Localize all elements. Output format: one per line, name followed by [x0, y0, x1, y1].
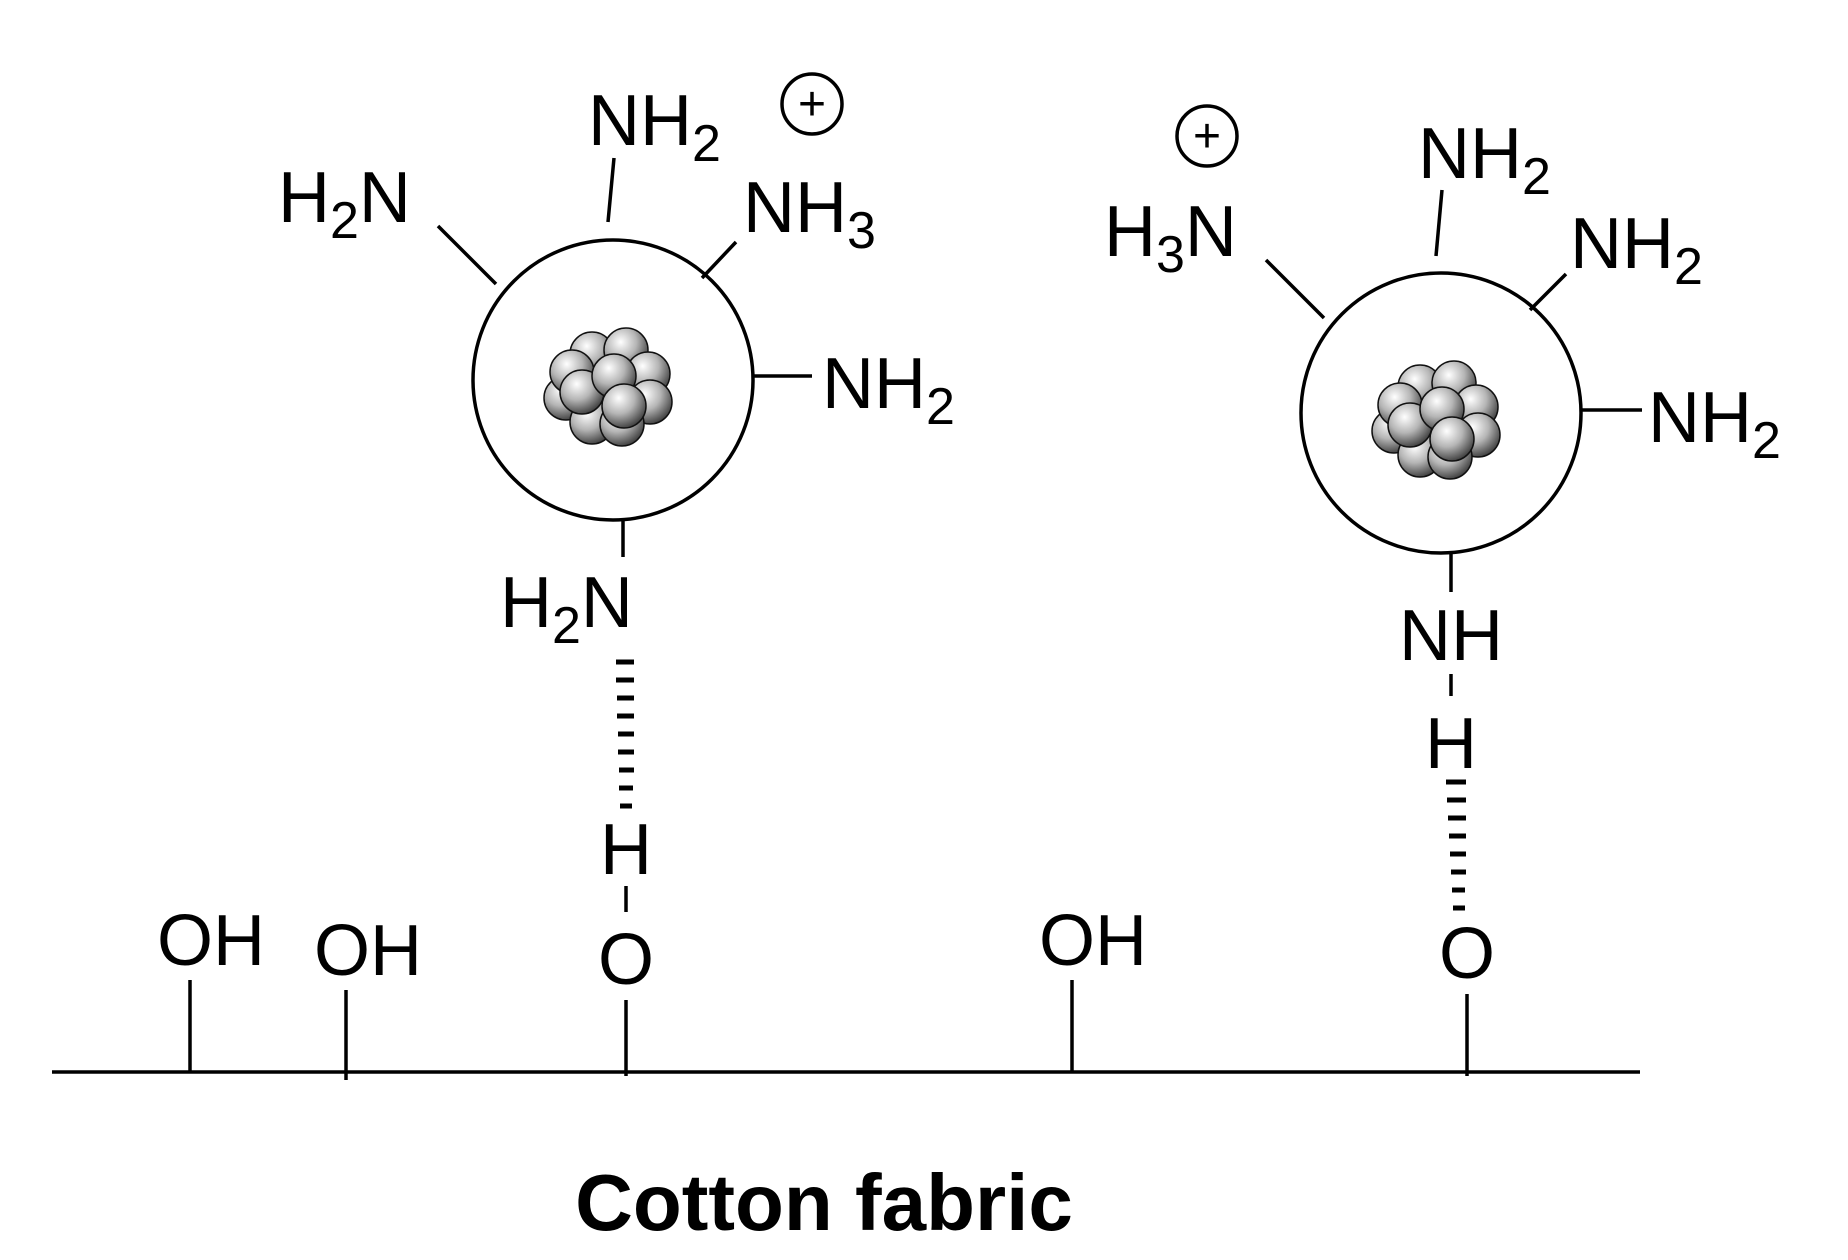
nanoparticle-left: NH2 H2N NH3 NH2 H2N + H O	[278, 72, 955, 1000]
bond-right-upper-right	[1528, 272, 1568, 312]
metal-cluster-left	[543, 327, 673, 447]
hydroxyl-label-1: OH	[157, 901, 265, 981]
particle-shell-right	[1299, 271, 1583, 555]
bond-left-top	[606, 157, 616, 223]
secondary-amine-right: NH	[1399, 596, 1503, 676]
particle-shell-left	[471, 238, 755, 522]
plus-circle-icon	[780, 72, 844, 136]
plus-circle-icon	[1175, 104, 1239, 168]
hydrogen-right: H	[1425, 704, 1477, 784]
hydrogen-left: H	[600, 810, 652, 890]
hydrogen-bond-right	[1446, 779, 1466, 911]
cotton-fabric-surface: OH OH OH	[52, 901, 1640, 1080]
oxygen-left: O	[598, 920, 654, 1000]
ammonium-left: NH3	[743, 168, 876, 260]
hydrogen-bond-left	[616, 659, 634, 809]
amine-left-upper-left: H2N	[278, 158, 411, 250]
bond-left-upper-left	[436, 224, 498, 286]
amine-left-top: NH2	[588, 81, 721, 173]
oxygen-right: O	[1439, 914, 1495, 994]
hydroxyl-label-3: OH	[1039, 901, 1147, 981]
ammonium-right: H3N	[1104, 192, 1237, 284]
bond-right-top	[1434, 189, 1444, 257]
charge-right: +	[1175, 104, 1239, 168]
amine-left-bottom: H2N	[500, 563, 633, 655]
nanoparticle-right: NH2 H3N NH2 NH2 NH + H O	[1104, 104, 1781, 994]
amine-left-right: NH2	[822, 344, 955, 436]
plus-sign: +	[1193, 110, 1221, 163]
amine-right-right: NH2	[1648, 378, 1781, 470]
hydroxyl-label-2: OH	[314, 911, 422, 991]
diagram-caption: Cotton fabric	[575, 1158, 1073, 1247]
charge-left: +	[780, 72, 844, 136]
plus-sign: +	[798, 78, 826, 131]
bond-left-upper-right	[700, 240, 738, 280]
amine-right-upper-right: NH2	[1570, 204, 1703, 296]
metal-cluster-right	[1371, 360, 1501, 480]
amine-right-top: NH2	[1418, 114, 1551, 206]
bond-right-upper-left	[1264, 258, 1326, 320]
